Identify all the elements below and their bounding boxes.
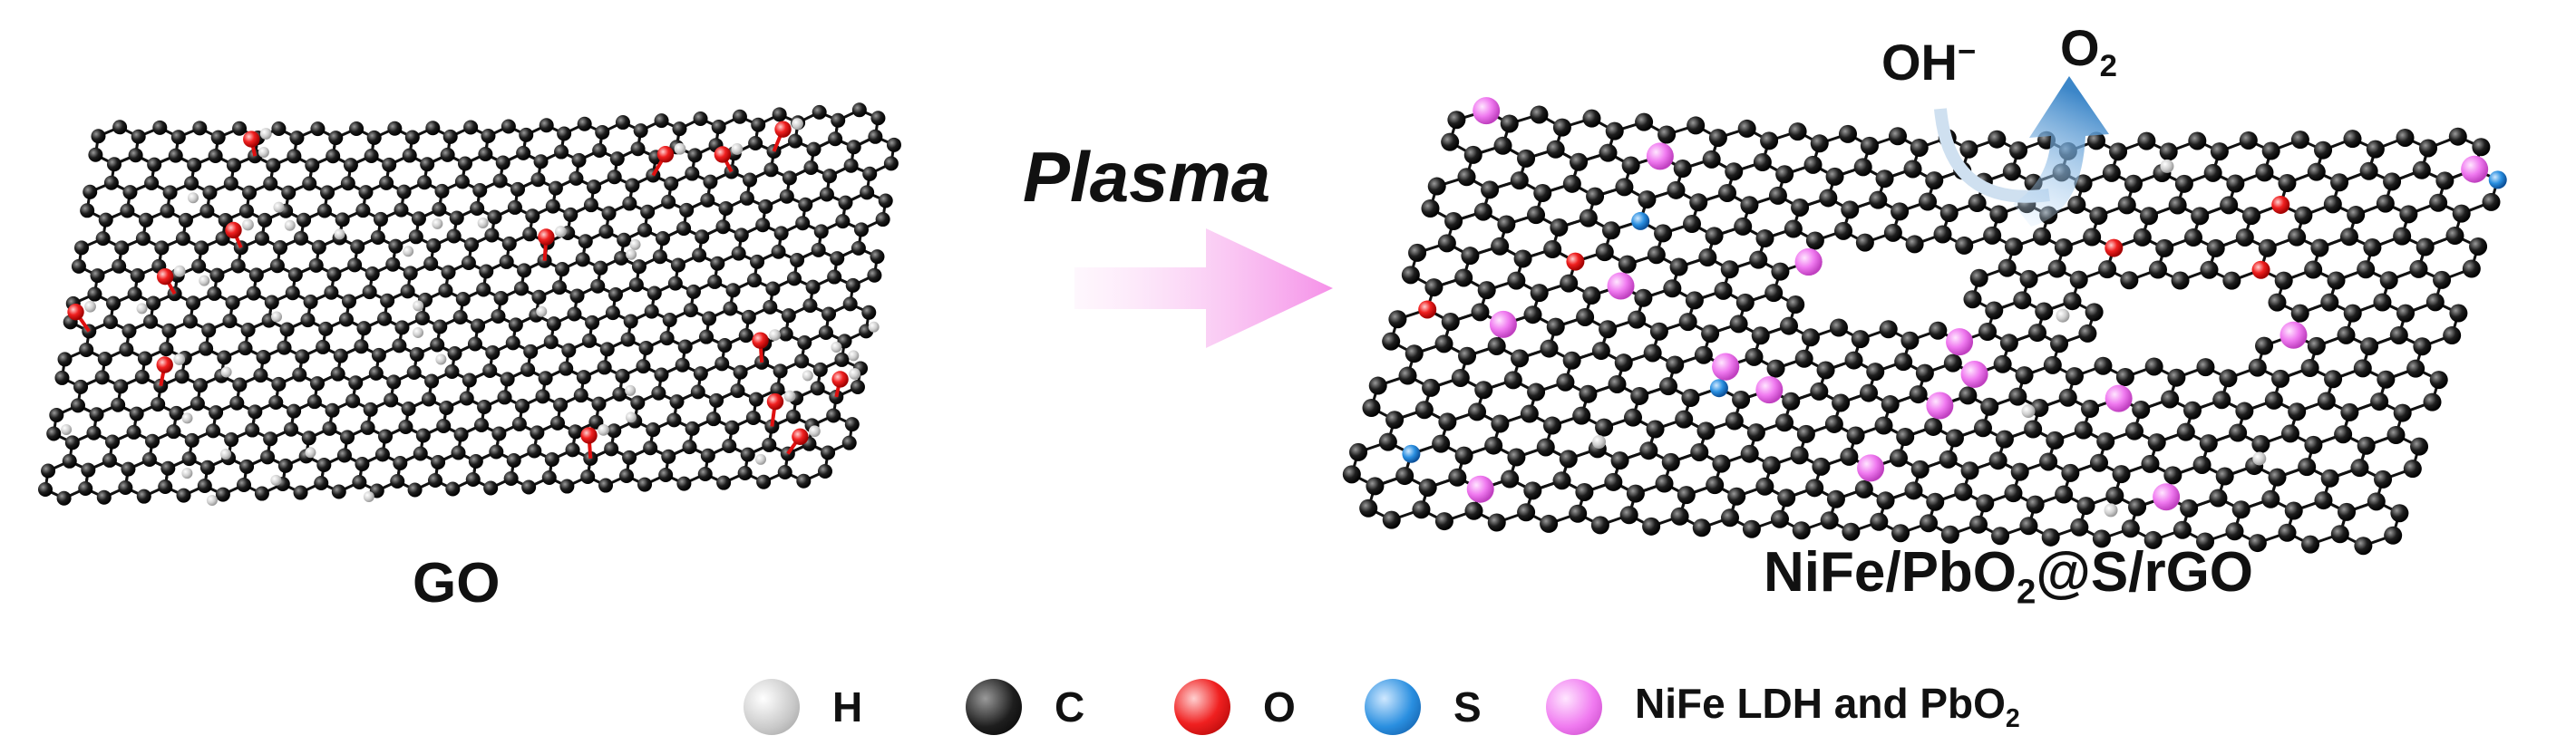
legend-dot-s (1365, 679, 1421, 735)
legend-item-c: C (966, 671, 1084, 743)
go-label: GO (413, 552, 501, 615)
rgo-sheet (1342, 97, 2507, 556)
legend-text-nife-sub: 2 (2005, 704, 2020, 734)
legend-text-h: H (832, 683, 863, 731)
legend-dot-o (1174, 679, 1230, 735)
go-edge-groups (61, 118, 880, 506)
legend: H C O S NiFe LDH and PbO2 (0, 671, 2576, 743)
rgo-label-main: NiFe/PbO (1764, 541, 2017, 604)
oxygen-label-main: O (2060, 19, 2100, 76)
legend-text-c: C (1055, 683, 1085, 731)
hydroxide-label-charge: − (1958, 34, 1977, 70)
o2-arrow (2013, 76, 2109, 227)
rgo-atoms (1342, 102, 2507, 556)
legend-text-nife: NiFe LDH and PbO2 (1635, 679, 2020, 734)
legend-text-s: S (1453, 683, 1482, 731)
plasma-arrow (1074, 228, 1333, 348)
oxygen-label: O2 (2060, 18, 2117, 84)
legend-dot-h (744, 679, 800, 735)
legend-item-h: H (744, 671, 862, 743)
legend-text-nife-main: NiFe LDH and PbO (1635, 680, 2006, 728)
go-atoms (38, 102, 901, 506)
legend-dot-c (966, 679, 1022, 735)
rgo-label: NiFe/PbO2@S/rGO (1764, 540, 2253, 612)
hydroxide-label-main: OH (1881, 34, 1958, 91)
rgo-nife-particles (1466, 97, 2489, 511)
legend-item-nife: NiFe LDH and PbO2 (1546, 671, 2020, 743)
legend-text-o: O (1263, 683, 1296, 731)
legend-dot-nife (1546, 679, 1602, 735)
oxygen-label-sub: 2 (2099, 49, 2117, 84)
rgo-label-rest: @S/rGO (2036, 541, 2254, 604)
go-sheet (38, 102, 901, 506)
hydroxide-label: OH− (1881, 33, 1976, 92)
legend-item-o: O (1174, 671, 1296, 743)
plasma-label: Plasma (1023, 137, 1271, 217)
legend-item-s: S (1365, 671, 1482, 743)
rgo-label-sub: 2 (2017, 572, 2036, 612)
rgo-edge-groups (1592, 159, 2267, 518)
